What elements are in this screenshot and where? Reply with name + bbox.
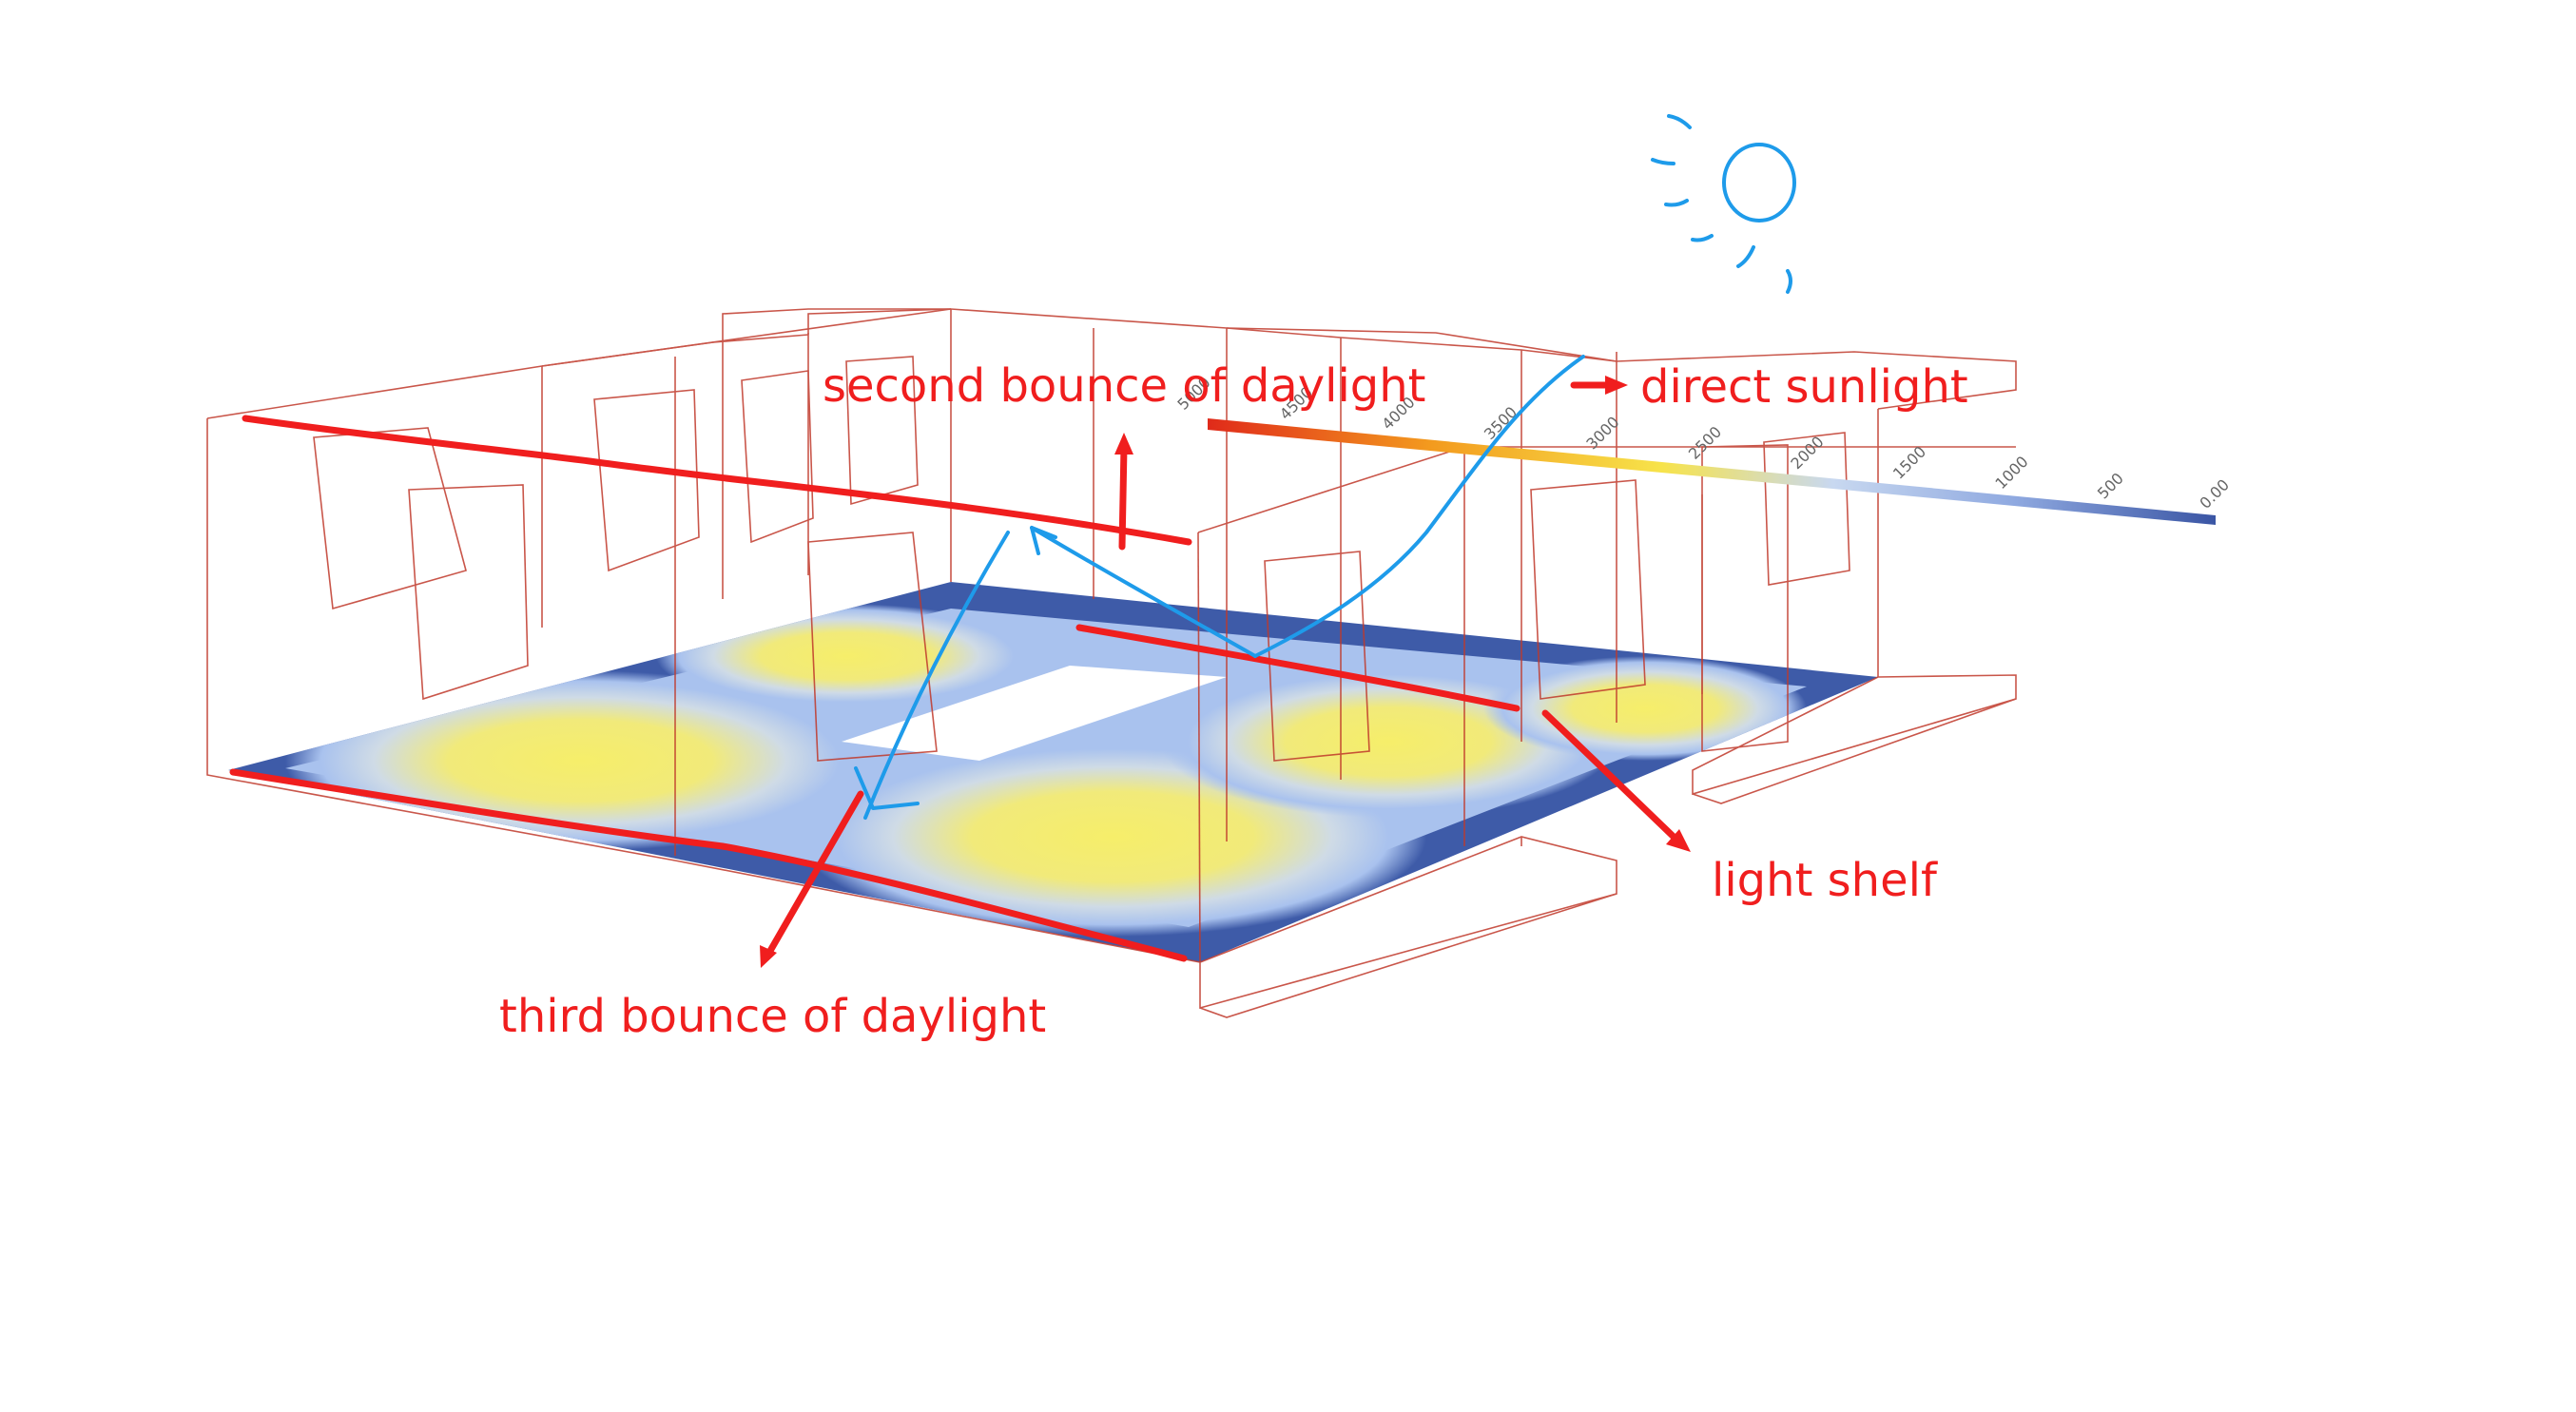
legend-tick-label: 0.00 — [2196, 475, 2233, 513]
label-second-bounce: second bounce of daylight — [823, 359, 1426, 413]
third-bounce-line — [229, 768, 1188, 962]
window-frame — [1763, 432, 1850, 586]
legend-tick-label: 1500 — [1889, 442, 1929, 482]
window-frame — [1701, 444, 1789, 752]
window-frame — [1530, 479, 1646, 700]
annotation-labels: second bounce of daylight direct sunligh… — [499, 359, 1968, 1043]
legend-tick-label: 500 — [2094, 469, 2127, 502]
window-frame — [807, 532, 938, 762]
daylight-ray-path — [854, 355, 1585, 820]
label-direct-sunlight: direct sunlight — [1640, 360, 1968, 414]
direct-ray — [1253, 355, 1585, 658]
building-wireframe — [206, 308, 2017, 1018]
arrowhead-icon — [760, 945, 777, 968]
arrowhead-icon — [854, 766, 920, 810]
wall-left-back — [206, 308, 1228, 419]
annotation-strokes — [229, 381, 1677, 962]
illuminance-heatmap — [228, 582, 1878, 962]
window-frame — [1264, 551, 1370, 762]
ceiling-bounce-ray — [863, 531, 1010, 820]
window-frame — [741, 370, 814, 544]
label-light-shelf: light shelf — [1712, 854, 1938, 907]
label-third-bounce: third bounce of daylight — [499, 990, 1046, 1043]
arrowhead-icon — [1666, 829, 1691, 852]
third-bounce-pointer — [766, 790, 864, 955]
window-frame — [408, 484, 529, 701]
second-bounce-line — [242, 415, 1192, 546]
corridor-gap — [842, 666, 1227, 761]
reflected-ray-up — [1030, 526, 1257, 658]
window-frame — [593, 389, 700, 572]
arrowhead-icon — [1030, 526, 1057, 555]
light-shelf-pointer — [1541, 709, 1677, 841]
light-shelf-line — [1075, 624, 1520, 712]
exterior-shelf — [1692, 674, 2017, 796]
legend-tick-label: 2500 — [1685, 423, 1725, 463]
annotation-arrowheads — [760, 376, 1691, 968]
exterior-shelf — [1199, 836, 1617, 1010]
second-bounce-pointer — [1118, 443, 1128, 551]
wall-left-top — [206, 418, 1201, 963]
sun-icon — [1651, 114, 1796, 294]
window-frame — [313, 427, 467, 610]
heatmap-pool-3 — [656, 604, 1036, 708]
legend-tick-label: 1000 — [1991, 453, 2031, 493]
arrowhead-icon — [1605, 376, 1628, 395]
arrowhead-icon — [1114, 433, 1133, 455]
window-frame — [845, 356, 919, 506]
legend-bar — [1208, 418, 2216, 525]
